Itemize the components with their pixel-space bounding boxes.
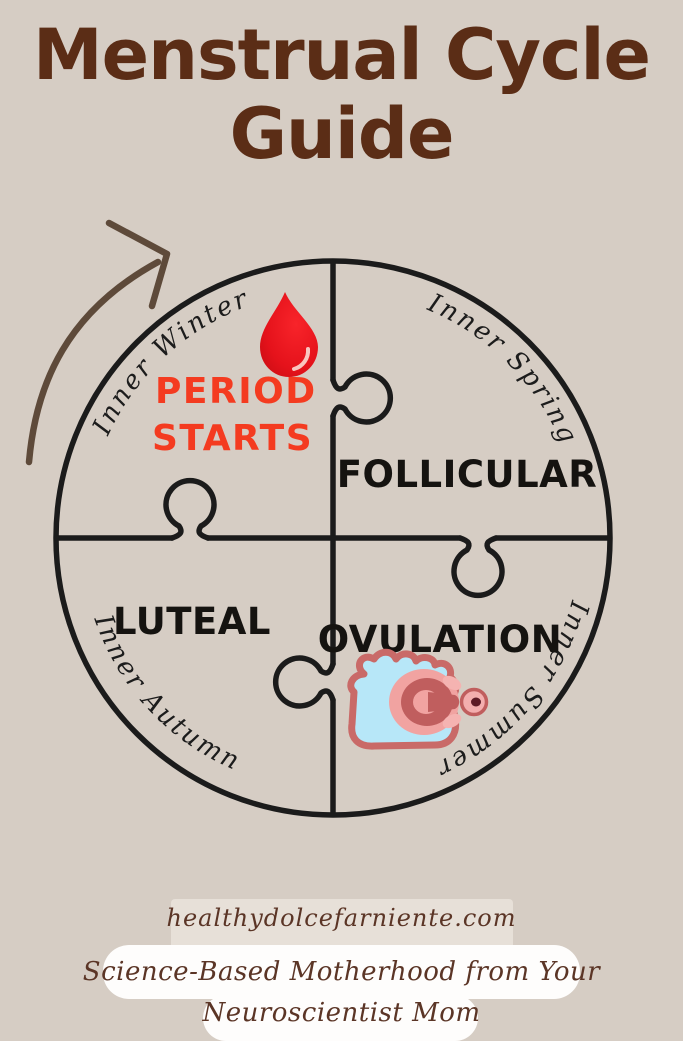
ovulation-follicle-icon [347, 648, 489, 750]
website-link[interactable]: healthydolcefarniente.com [166, 904, 517, 932]
phase-label-follicular: FOLLICULAR [337, 453, 598, 496]
season-label-spring: Inner Spring [423, 288, 584, 450]
puzzle-dividers [54, 259, 612, 817]
phase-label-ovulation: OVULATION [318, 618, 562, 661]
puzzle-knob-left-up [163, 477, 217, 541]
phase-label-period-line2: STARTS [152, 418, 313, 459]
blood-drop-icon [260, 292, 318, 377]
tagline-line2: Neuroscientist Mom [202, 998, 481, 1028]
page-title-line1: Menstrual Cycle [32, 14, 651, 96]
phase-label-period-line1: PERIOD [155, 371, 317, 412]
page-title: Menstrual Cycle Guide [0, 14, 683, 176]
puzzle-knob-top-right [330, 371, 394, 425]
puzzle-knob-right-down [451, 535, 505, 599]
tagline-bubble-line1 [103, 945, 580, 999]
season-label-winter: Inner Winter [87, 283, 254, 440]
phase-label-luteal: LUTEAL [113, 600, 271, 643]
tagline-line1: Science-Based Motherhood from Your [82, 957, 601, 987]
page-title-line2: Guide [229, 93, 455, 176]
puzzle-knob-bottom-left [272, 655, 336, 709]
cycle-arrow-icon [25, 219, 171, 466]
